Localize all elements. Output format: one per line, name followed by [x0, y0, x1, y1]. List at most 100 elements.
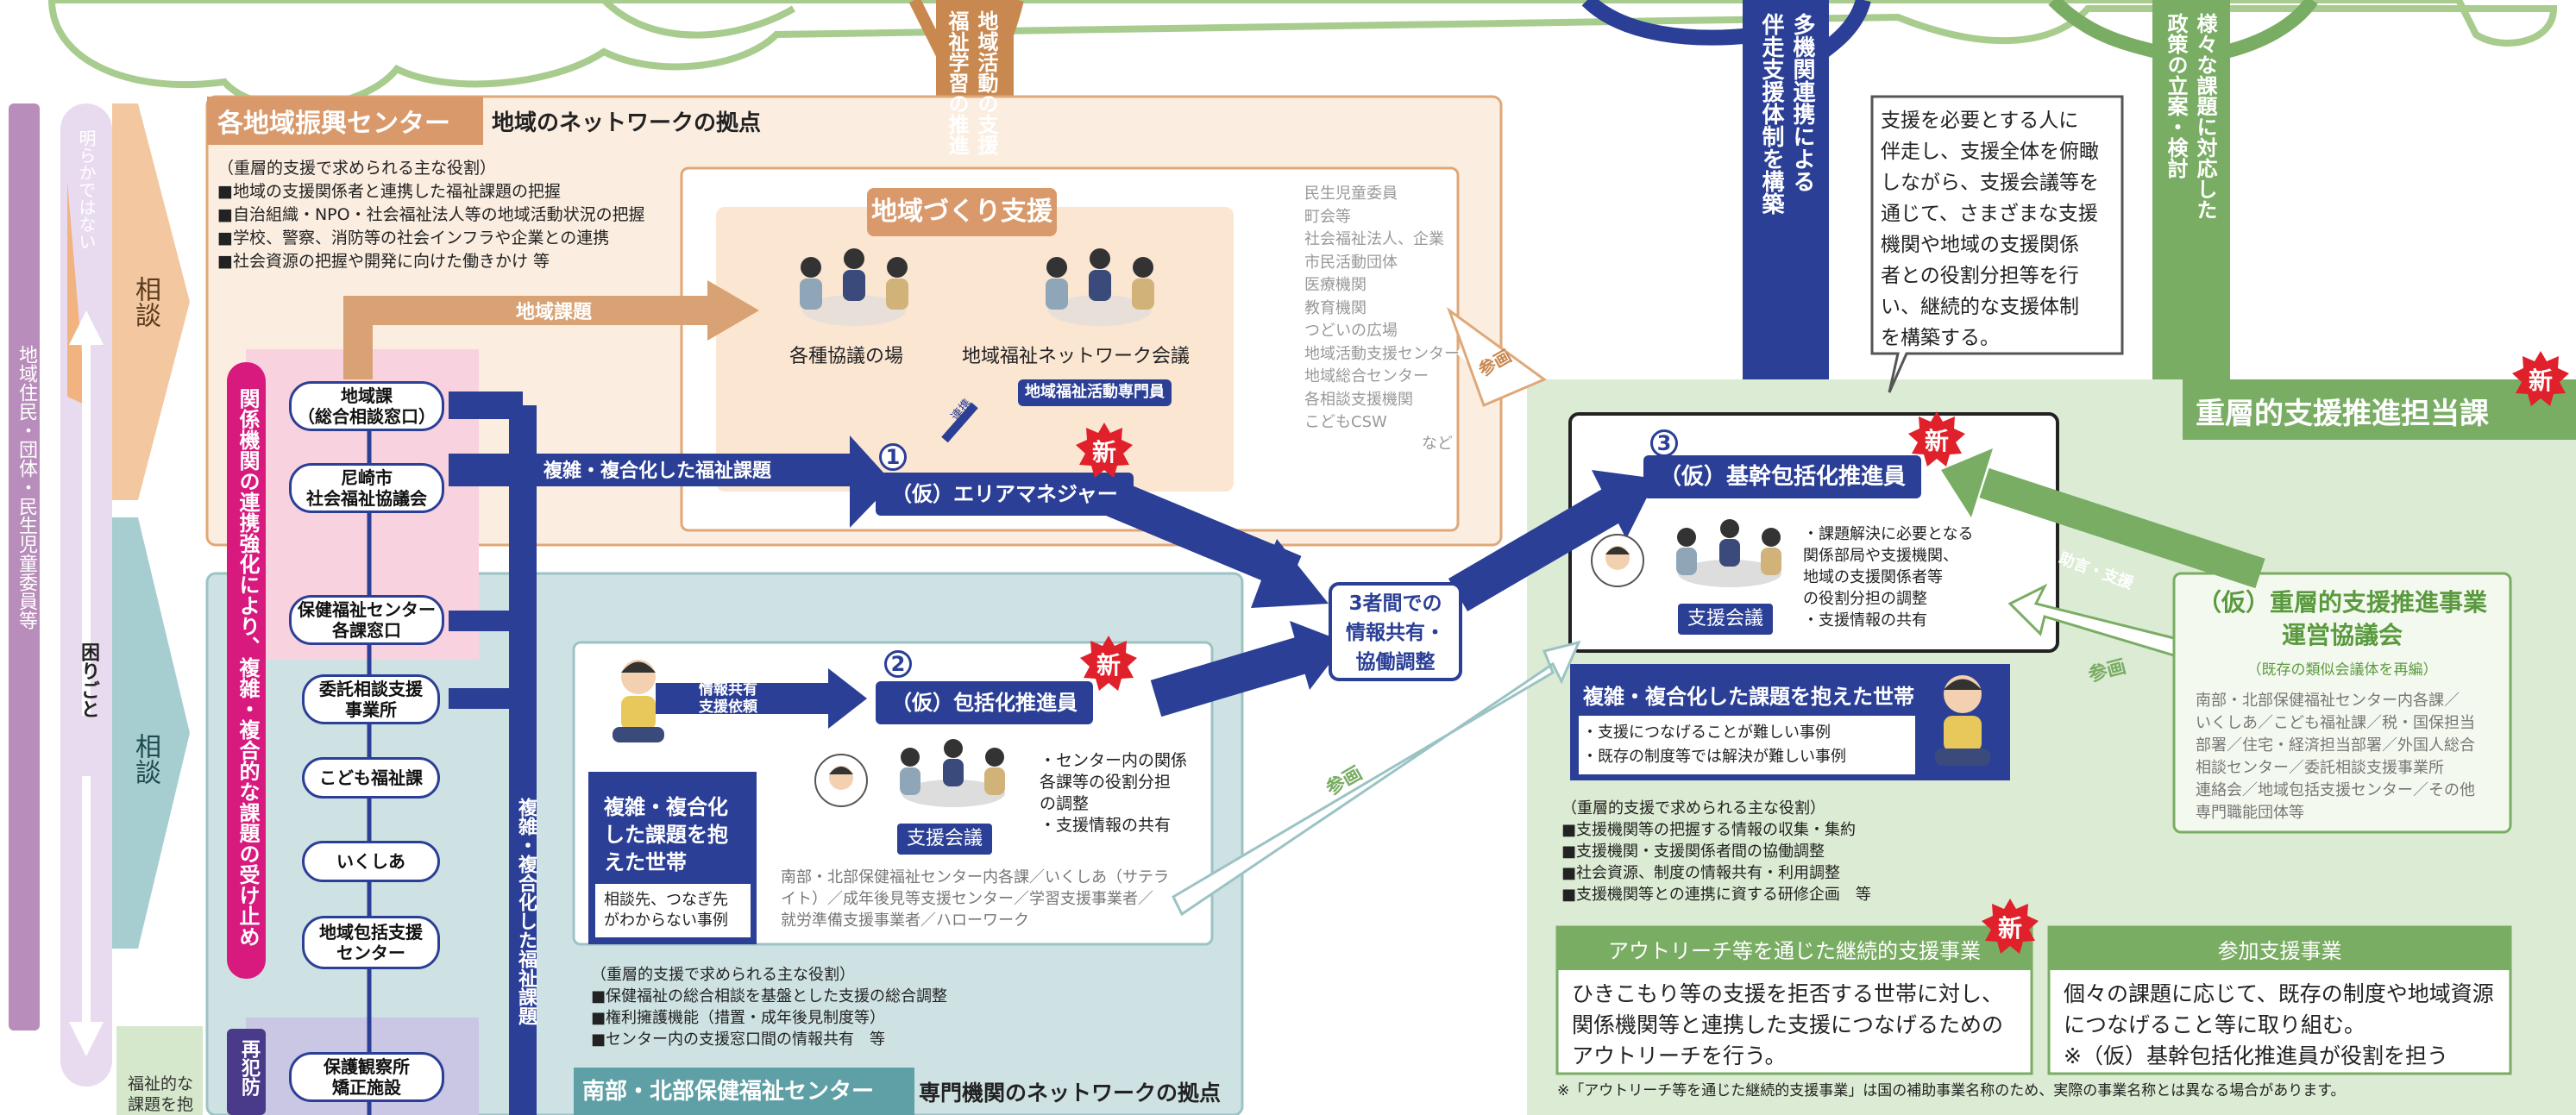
branch-green — [2048, 0, 2158, 59]
core-coordinator-label-box: 3 （仮）基幹包括化推進員 — [1643, 429, 1922, 498]
core-coordinator-number: 3 — [1650, 429, 1678, 457]
council-box — [2172, 572, 2512, 834]
coordinator-label: （仮）包括化推進員 — [891, 691, 1078, 715]
window-itaku[interactable]: 委託相談支援事業所 — [302, 674, 440, 724]
window-chiiki-houkatsu[interactable]: 地域包括支援センター — [302, 916, 440, 969]
council-title: （仮）重層的支援推進事業運営協議会 — [2196, 588, 2487, 649]
regional-center-roles: （重層的支援で求められる主な役割）■地域の支援関係者と連携した福祉課題の把握■自… — [217, 159, 645, 271]
window-hogo[interactable]: 保護観察所矯正施設 — [289, 1052, 444, 1102]
core-bullets: ・課題解決に必要となる関係部局や支援機関、地域の支援関係者等の役割分担の調整・支… — [1803, 525, 1974, 630]
three-party-box: 3者間での情報共有・協働調整 — [1329, 582, 1462, 681]
regional-center-title-bg — [207, 97, 483, 145]
callout-box — [1870, 95, 2124, 393]
multilayer-title: 重層的支援推進担当課 — [2196, 397, 2489, 431]
core-coordinator-label: （仮）基幹包括化推進員 — [1659, 464, 1907, 490]
window-shakyo[interactable]: 尼崎市社会福祉協議会 — [289, 463, 444, 513]
area-manager-box: 1 （仮）エリアマネジャー — [876, 443, 1134, 516]
saihan-band — [227, 1029, 266, 1115]
hc-household-title: 複雑・複合化した課題を抱えた世帯 — [604, 795, 728, 874]
trunk-center-text: 多機関連携による伴走支援体制を構築 — [1758, 13, 1815, 215]
sanka-arrow-low — [1172, 640, 1581, 917]
health-center-subtitle: 専門機関のネットワークの拠点 — [919, 1081, 1222, 1106]
info-share-head — [828, 668, 867, 729]
new-badge-multilayer: 新 — [2510, 349, 2571, 410]
sanka-arrow-top — [1446, 306, 1548, 408]
area-manager-label: （仮）エリアマネジャー — [891, 482, 1118, 506]
regional-issue-label: 地域課題 — [516, 302, 593, 323]
health-center-title: 南部・北部保健福祉センター — [582, 1079, 875, 1105]
hc-bullets: ・センター内の関係各課等の役割分担の調整・支援情報の共有 — [1040, 751, 1188, 835]
not-obvious-label: 明らかではない — [76, 129, 97, 250]
outreach-title-bg — [1557, 927, 2032, 970]
regional-partners-etc: など — [1422, 435, 1453, 453]
branch-green-2 — [2224, 0, 2318, 59]
council-members: 南部・北部保健福祉センター内各課／いくしあ／こども福祉課／税・国保担当部署／住宅… — [2196, 692, 2475, 822]
ml-household-cases: ・支援につなげることが難しい事例・既存の制度等では解決が難しい事例 — [1579, 716, 1915, 774]
regional-issue-arrow — [343, 296, 707, 379]
complex-issue-label: 複雑・複合化した福祉課題 — [543, 460, 772, 482]
consult-arrow-2 — [112, 517, 190, 949]
residents-label: 地域住民・団体・民生児童委員等 — [16, 345, 37, 630]
consult-arrow-1-tip — [67, 181, 86, 405]
community-support-title: 地域づくり支援 — [867, 188, 1057, 236]
participation-title-bg — [2049, 927, 2510, 970]
window-ikushia[interactable]: いくしあ — [302, 841, 440, 882]
canopy-outline — [47, 0, 2558, 110]
three-to-core-arrow — [1448, 487, 1624, 612]
new-badge-core: 新 — [1907, 410, 1967, 470]
outreach-title: アウトリーチ等を通じた継続的支援事業 — [1608, 939, 1981, 963]
regional-partners: 民生児童委員町会等社会福祉法人、企業市民活動団体医療機関教育機関つどいの広場地域… — [1304, 185, 1460, 431]
meeting-people-icon — [800, 248, 908, 326]
window-kodomo[interactable]: こども福祉課 — [302, 757, 440, 799]
regional-center-title: 各地域振興センター — [217, 109, 450, 139]
regional-issue-arrow-head — [707, 280, 759, 341]
welfare-band — [116, 1026, 203, 1115]
callout-text: 支援を必要とする人に伴走し、支援全体を俯瞰しながら、支援会議等を通じて、さまざま… — [1881, 110, 2099, 349]
new-badge-coordinator: 新 — [1078, 634, 1139, 694]
health-center-title-bg — [574, 1068, 914, 1115]
residents-band — [9, 103, 40, 1030]
multilayer-title-bg — [2183, 379, 2576, 440]
trunk-right-text: 様々な課題に対応した政策の立案・検討 — [2164, 13, 2217, 220]
advice-arrow — [1979, 467, 2265, 589]
trunk-blue — [1743, 0, 1829, 405]
hc-roles: （重層的支援で求められる主な役割）■保健福祉の総合相談を基盤とした支援の総合調整… — [591, 966, 948, 1049]
coordinator-box: 2 （仮）包括化推進員 — [876, 650, 1093, 724]
consult-label-2: 相談 — [130, 733, 160, 785]
regional-center-subtitle: 地域のネットワークの拠点 — [492, 110, 762, 136]
meeting-place-label: 各種協議の場 — [789, 346, 904, 367]
trouble-arrow-up — [69, 310, 104, 716]
branch-blue — [1581, 0, 1762, 46]
coordinator-number: 2 — [884, 650, 912, 678]
hc-household-note: 相談先、つなぎ先がわからない事例 — [604, 891, 728, 930]
window-hoken[interactable]: 保健福祉センター各課窓口 — [289, 595, 444, 645]
participation-text: 個々の課題に応じて、既存の制度や地域資源につなげること等に取り組む。※（仮）基幹… — [2064, 981, 2494, 1068]
ml-household-title: 複雑・複合化した課題を抱えた世帯 — [1583, 685, 1914, 709]
three-to-core-head — [1592, 470, 1656, 539]
magenta-banner-label: 関係機関の連携強化により、複雑・複合的な課題の受け止め — [236, 388, 260, 947]
specialist-link — [941, 402, 978, 443]
participation-title: 参加支援事業 — [2217, 939, 2342, 963]
core-support-meeting-label: 支援会議 — [1678, 604, 1773, 635]
welfare-label: 福祉的な課題を抱 — [128, 1074, 194, 1114]
hc-partners: 南部・北部保健福祉センター内各課／いくしあ（サテライト）／成年後見等支援センター… — [781, 868, 1169, 930]
coord-to-three-arrow — [1150, 635, 1313, 717]
window-chiikika[interactable]: 地域課（総合相談窓口） — [289, 381, 444, 431]
trunk-left-text: 地域活動の支援福祉学習の推進 — [945, 10, 998, 155]
specialist-label: 地域福祉活動専門員 — [1018, 379, 1172, 406]
sanka-arrow-right — [2007, 583, 2176, 658]
magenta-banner — [227, 362, 266, 979]
canopy-curve — [601, 0, 796, 39]
new-badge-area-manager: 新 — [1074, 421, 1134, 481]
council-sub: （既存の類似会議体を再編） — [2246, 661, 2438, 679]
advice-head — [1941, 448, 1993, 517]
support-meeting-icon — [814, 739, 1005, 807]
ml-troubled-person-icon — [1935, 675, 1990, 766]
saihan-label: 再犯防 — [238, 1039, 260, 1096]
network-meeting-label: 地域福祉ネットワーク会議 — [962, 346, 1191, 367]
footnote: ※「アウトリーチ等を通じた継続的支援事業」は国の補助事業名称のため、実際の事業名… — [1557, 1082, 2346, 1099]
vertical-complex-label: 複雑・複合化した福祉課題 — [515, 798, 537, 1025]
consult-arrow-1 — [112, 103, 190, 500]
